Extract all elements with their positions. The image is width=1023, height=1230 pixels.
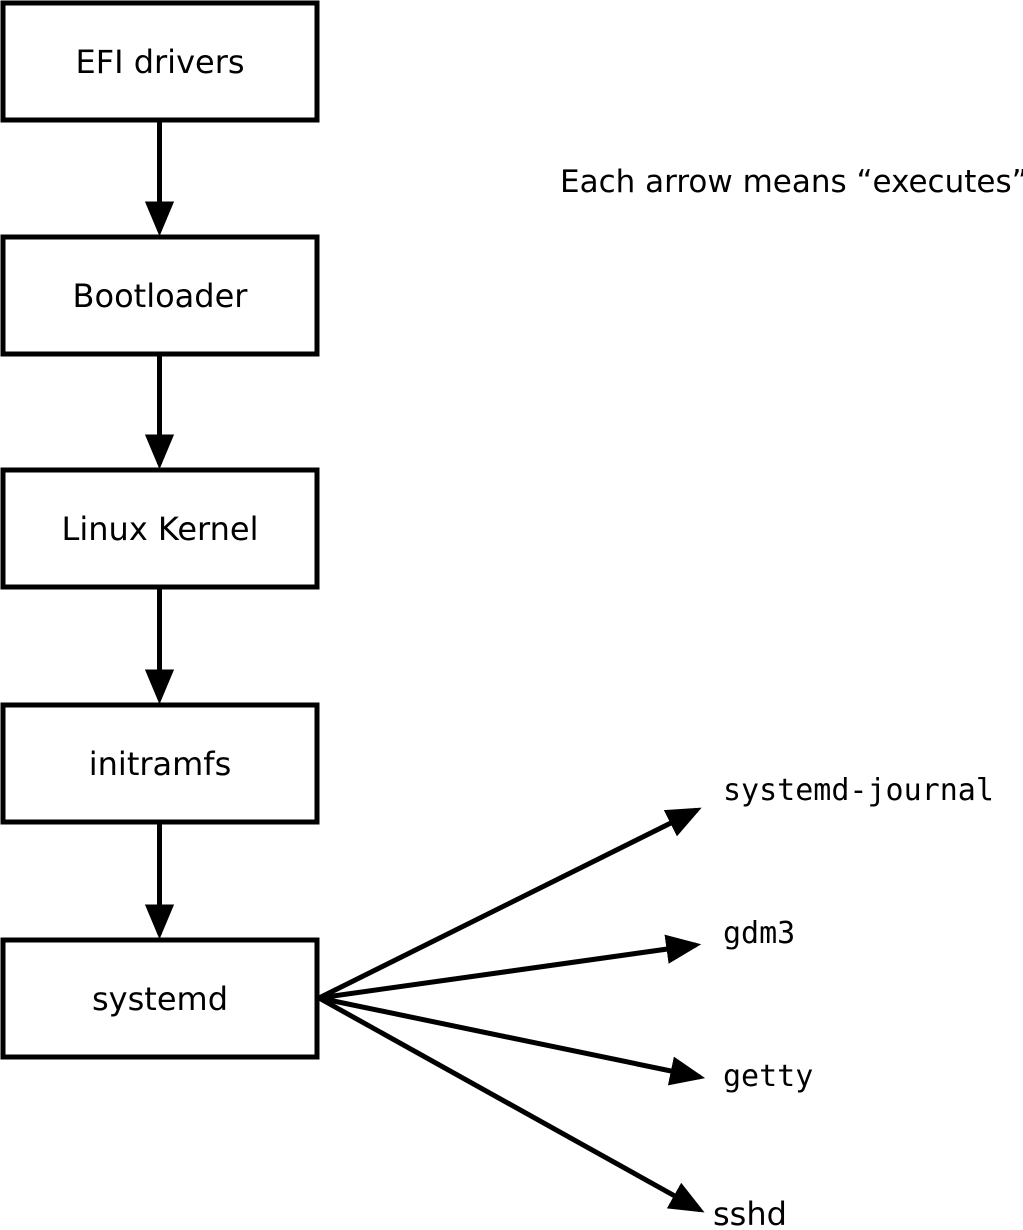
process-label-sshd: sshd [713, 1195, 787, 1230]
node-efi-drivers: EFI drivers [0, 0, 320, 123]
node-label: Linux Kernel [62, 510, 259, 548]
process-label-getty: getty [723, 1059, 813, 1094]
node-label: initramfs [89, 745, 231, 783]
process-label-gdm3: gdm3 [723, 916, 795, 951]
arrow-systemd-to-getty [318, 995, 706, 1086]
arrow-systemd-to-sshd [317, 995, 705, 1213]
node-box [0, 234, 320, 357]
node-label: Bootloader [73, 277, 249, 315]
node-bootloader: Bootloader [0, 234, 320, 357]
arrow-systemd-to-systemd-journal [317, 807, 702, 1001]
arrow-systemd-to-gdm3 [318, 934, 702, 1001]
node-box [0, 467, 320, 590]
node-linux-kernel: Linux Kernel [0, 467, 320, 590]
node-label: systemd [92, 980, 228, 1018]
node-box [0, 702, 320, 825]
node-box [0, 0, 320, 123]
node-box [0, 937, 320, 1060]
node-label: EFI drivers [75, 43, 244, 81]
node-initramfs: initramfs [0, 702, 320, 825]
arrow-legend-note: Each arrow means “executes”. [560, 164, 1023, 200]
node-systemd: systemd [0, 937, 320, 1060]
process-label-systemd-journal: systemd-journal [723, 773, 994, 808]
